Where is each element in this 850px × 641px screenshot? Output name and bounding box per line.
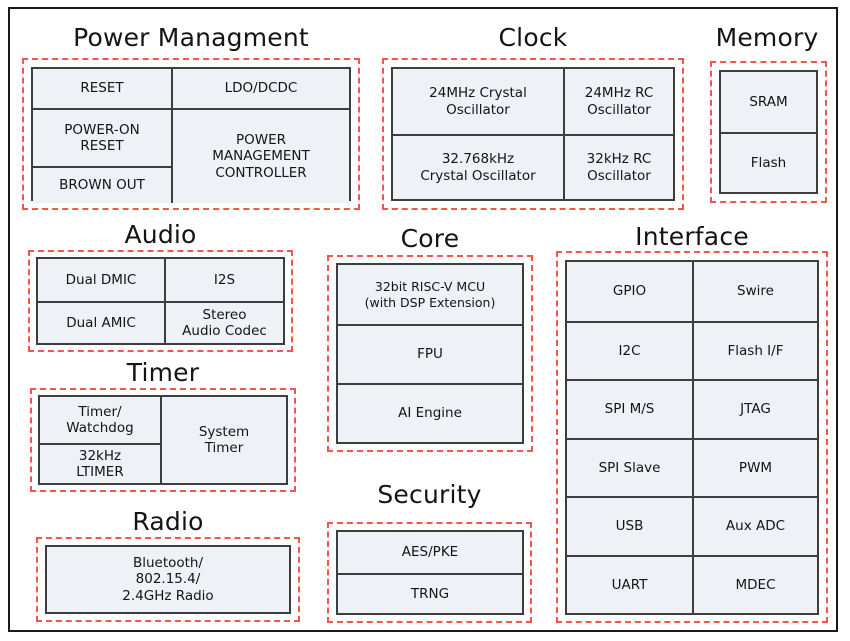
block-grid-interface: GPIO Swire I2C Flash I/F SPI M/S JTAG SP…	[565, 260, 819, 615]
block-ai-engine[interactable]: AI Engine	[338, 383, 522, 442]
block-32768khz-crystal-oscillator[interactable]: 32.768kHz Crystal Oscillator	[393, 134, 563, 199]
block-swire[interactable]: Swire	[692, 262, 817, 321]
block-grid-power-management: RESET LDO/DCDC POWER-ON RESET BROWN OUT …	[31, 67, 351, 203]
block-grid-memory: SRAM Flash	[719, 70, 818, 194]
block-grid-core: 32bit RISC-V MCU (with DSP Extension) FP…	[336, 263, 524, 444]
block-ldo-dcdc[interactable]: LDO/DCDC	[171, 69, 349, 108]
block-usb[interactable]: USB	[567, 496, 692, 555]
block-grid-audio: Dual DMIC I2S Dual AMIC Stereo Audio Cod…	[36, 257, 285, 345]
block-mdec[interactable]: MDEC	[692, 554, 817, 613]
block-jtag[interactable]: JTAG	[692, 379, 817, 438]
group-box-clock	[382, 58, 684, 210]
block-dual-amic[interactable]: Dual AMIC	[38, 301, 164, 343]
group-box-memory	[710, 61, 827, 203]
block-i2c[interactable]: I2C	[567, 320, 692, 379]
block-24mhz-rc-oscillator[interactable]: 24MHz RC Oscillator	[563, 69, 673, 134]
block-uart[interactable]: UART	[567, 554, 692, 613]
section-title-power-management: Power Managment	[73, 23, 309, 52]
block-pwm[interactable]: PWM	[692, 437, 817, 496]
block-stereo-audio-codec[interactable]: Stereo Audio Codec	[164, 301, 283, 343]
block-dual-dmic[interactable]: Dual DMIC	[38, 259, 164, 301]
block-timer-watchdog[interactable]: Timer/ Watchdog	[40, 397, 160, 443]
block-aes-pke[interactable]: AES/PKE	[338, 532, 522, 573]
block-brown-out[interactable]: BROWN OUT	[33, 166, 171, 203]
group-box-interface	[556, 251, 828, 623]
section-title-clock: Clock	[498, 23, 568, 52]
group-box-timer	[30, 388, 296, 492]
block-32bit-riscv-mcu[interactable]: 32bit RISC-V MCU (with DSP Extension)	[338, 265, 522, 324]
block-power-on-reset[interactable]: POWER-ON RESET	[33, 108, 171, 166]
group-box-radio	[36, 537, 300, 622]
group-box-power-management	[22, 58, 360, 210]
section-title-security: Security	[377, 480, 482, 509]
section-title-interface: Interface	[635, 222, 749, 251]
section-title-core: Core	[400, 224, 460, 253]
block-24mhz-crystal-oscillator[interactable]: 24MHz Crystal Oscillator	[393, 69, 563, 134]
group-box-security	[327, 522, 532, 623]
block-fpu[interactable]: FPU	[338, 324, 522, 383]
block-power-management-controller[interactable]: POWER MANAGEMENT CONTROLLER	[171, 108, 349, 203]
block-32khz-rc-oscillator[interactable]: 32kHz RC Oscillator	[563, 134, 673, 199]
block-grid-radio: Bluetooth/ 802.15.4/ 2.4GHz Radio	[45, 545, 291, 614]
block-32khz-ltimer[interactable]: 32kHz LTIMER	[40, 443, 160, 483]
block-trng[interactable]: TRNG	[338, 572, 522, 613]
section-title-memory: Memory	[715, 23, 819, 52]
group-box-core	[327, 255, 533, 452]
block-gpio[interactable]: GPIO	[567, 262, 692, 321]
group-box-audio	[28, 250, 293, 352]
block-flash[interactable]: Flash	[721, 132, 816, 192]
block-aux-adc[interactable]: Aux ADC	[692, 496, 817, 555]
block-spi-master-slave[interactable]: SPI M/S	[567, 379, 692, 438]
block-sram[interactable]: SRAM	[721, 72, 816, 132]
block-flash-if[interactable]: Flash I/F	[692, 320, 817, 379]
block-grid-timer: Timer/ Watchdog 32kHz LTIMER System Time…	[38, 395, 288, 485]
block-bluetooth-802154-24ghz-radio[interactable]: Bluetooth/ 802.15.4/ 2.4GHz Radio	[47, 547, 289, 612]
block-grid-security: AES/PKE TRNG	[336, 530, 524, 615]
block-i2s[interactable]: I2S	[164, 259, 283, 301]
block-system-timer[interactable]: System Timer	[160, 397, 286, 483]
section-title-audio: Audio	[124, 220, 197, 249]
block-spi-slave[interactable]: SPI Slave	[567, 437, 692, 496]
block-grid-clock: 24MHz Crystal Oscillator 24MHz RC Oscill…	[391, 67, 675, 201]
section-title-timer: Timer	[126, 358, 200, 387]
block-reset[interactable]: RESET	[33, 69, 171, 108]
section-title-radio: Radio	[132, 507, 204, 536]
